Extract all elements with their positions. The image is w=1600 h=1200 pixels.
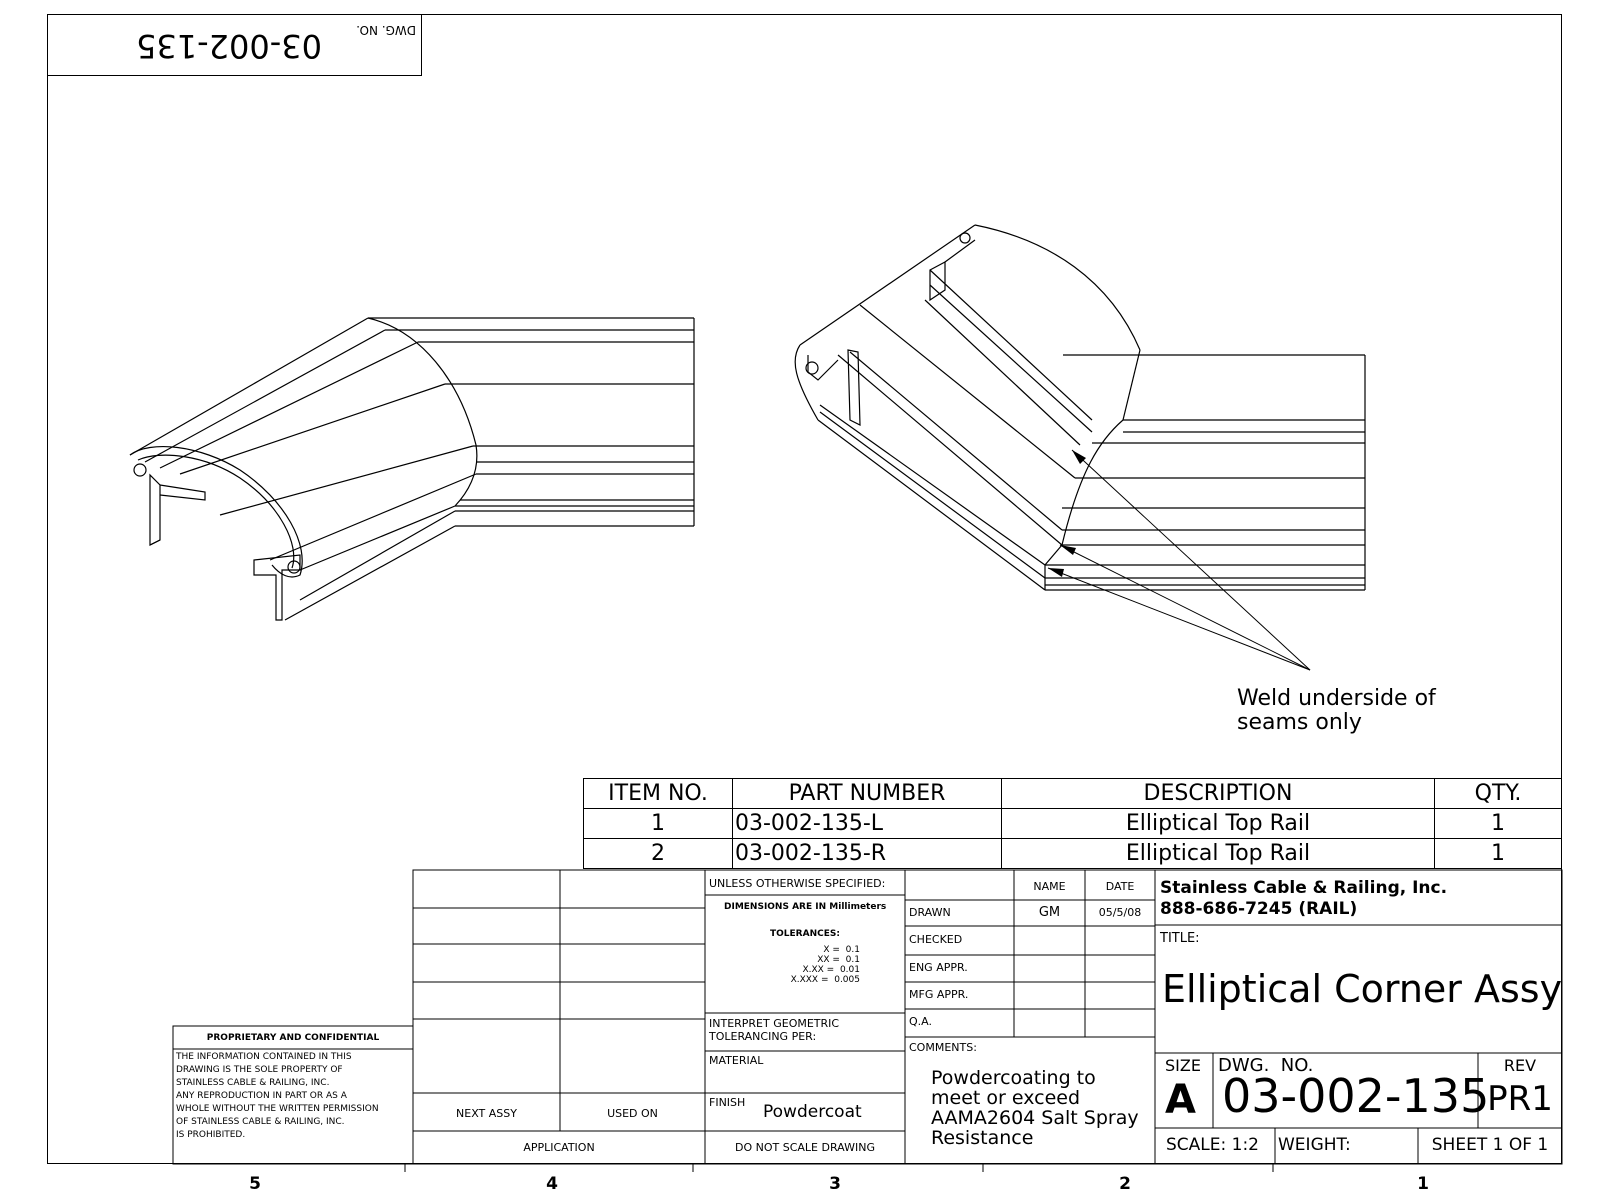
name-header: NAME (1033, 880, 1066, 893)
proprietary-line6: OF STAINLESS CABLE & RAILING, INC. (176, 1117, 345, 1127)
proprietary-line7: IS PROHIBITED. (176, 1130, 246, 1140)
weight-label: WEIGHT: (1278, 1135, 1351, 1155)
tolerances-label: TOLERANCES: (770, 929, 840, 939)
dwg-no-label: DWG. NO. (1218, 1055, 1314, 1076)
qa-label: Q.A. (909, 1015, 932, 1028)
next-assy-label: NEXT ASSY (456, 1107, 517, 1120)
comment-line1: Powdercoating to (931, 1067, 1096, 1089)
comments-label: COMMENTS: (909, 1041, 977, 1054)
bom-row2-qty: 1 (1491, 841, 1505, 866)
comment-line2: meet or exceed (931, 1087, 1081, 1109)
scale-label: SCALE: 1:2 (1166, 1135, 1259, 1155)
unless-specified: UNLESS OTHERWISE SPECIFIED: (709, 877, 886, 890)
company-phone: 888-686-7245 (RAIL) (1160, 899, 1358, 919)
proprietary-line3: STAINLESS CABLE & RAILING, INC. (176, 1078, 330, 1088)
drawing-title: Elliptical Corner Assy (1162, 967, 1563, 1011)
proprietary-line4: ANY REPRODUCTION IN PART OR AS A (176, 1091, 347, 1101)
rev-value: PR1 (1487, 1079, 1553, 1119)
zone-3: 3 (829, 1174, 841, 1194)
proprietary-line2: DRAWING IS THE SOLE PROPERTY OF (176, 1065, 343, 1075)
tol-xxx: X.XX = 0.01 (802, 965, 860, 975)
application-label: APPLICATION (523, 1141, 595, 1154)
drawn-date: 05/5/08 (1098, 906, 1142, 919)
title-label: TITLE: (1160, 931, 1200, 946)
comment-line4: Resistance (931, 1127, 1034, 1149)
weld-leaders (1047, 449, 1311, 671)
tol-xxxx: X.XXX = 0.005 (790, 975, 860, 985)
date-header: DATE (1105, 880, 1135, 893)
size-label: SIZE (1165, 1056, 1201, 1075)
proprietary-line5: WHOLE WITHOUT THE WRITTEN PERMISSION (176, 1104, 379, 1114)
company-name: Stainless Cable & Railing, Inc. (1160, 878, 1448, 898)
used-on-label: USED ON (607, 1107, 658, 1120)
sheet-label: SHEET 1 OF 1 (1431, 1135, 1549, 1155)
bom-header-desc: DESCRIPTION (1143, 781, 1293, 806)
finish-value: Powdercoat (763, 1102, 862, 1122)
left-rail-view (129, 317, 695, 621)
interpret-label: INTERPRET GEOMETRIC (709, 1017, 840, 1030)
bom-row2-item: 2 (651, 841, 665, 866)
rotated-dwg-no-box: DWG. NO. 03-002-135 (47, 14, 422, 76)
bom-header-part: PART NUMBER (788, 781, 946, 806)
bom-header-qty: QTY. (1474, 781, 1522, 806)
dwg-no-value: 03-002-135 (1222, 1069, 1490, 1123)
proprietary-title: PROPRIETARY AND CONFIDENTIAL (206, 1033, 380, 1043)
bom-row1-item: 1 (651, 811, 665, 836)
weld-note-line1: Weld underside of (1237, 686, 1436, 711)
tol-x: X = 0.1 (823, 945, 860, 955)
zone-4: 4 (546, 1174, 558, 1194)
bom-row1-qty: 1 (1491, 811, 1505, 836)
mfg-appr-label: MFG APPR. (909, 988, 969, 1001)
proprietary-line1: THE INFORMATION CONTAINED IN THIS (176, 1052, 352, 1062)
eng-appr-label: ENG APPR. (909, 961, 968, 974)
dimensions-note: DIMENSIONS ARE IN Millimeters (724, 902, 887, 912)
do-not-scale: DO NOT SCALE DRAWING (735, 1141, 875, 1154)
bom-row1-part: 03-002-135-L (735, 811, 884, 836)
bom-header-item: ITEM NO. (608, 781, 708, 806)
comment-line3: AAMA2604 Salt Spray (931, 1107, 1139, 1129)
bom-row2-desc: Elliptical Top Rail (1125, 841, 1311, 866)
drawn-name: GM (1038, 905, 1061, 920)
size-value: A (1165, 1077, 1196, 1123)
weld-note-line2: seams only (1237, 710, 1362, 735)
rev-label: REV (1503, 1056, 1537, 1075)
finish-label: FINISH (709, 1096, 746, 1109)
zone-5: 5 (249, 1174, 261, 1194)
drawn-label: DRAWN (909, 906, 951, 919)
material-label: MATERIAL (709, 1054, 764, 1067)
zone-1: 1 (1417, 1174, 1429, 1194)
checked-label: CHECKED (909, 933, 963, 946)
right-rail-view (794, 224, 1366, 591)
tolerancing-label: TOLERANCING PER: (709, 1030, 817, 1043)
bom-row1-desc: Elliptical Top Rail (1125, 811, 1311, 836)
bom-row2-part: 03-002-135-R (735, 841, 887, 866)
zone-2: 2 (1119, 1174, 1131, 1194)
tol-xx: XX = 0.1 (817, 955, 860, 965)
